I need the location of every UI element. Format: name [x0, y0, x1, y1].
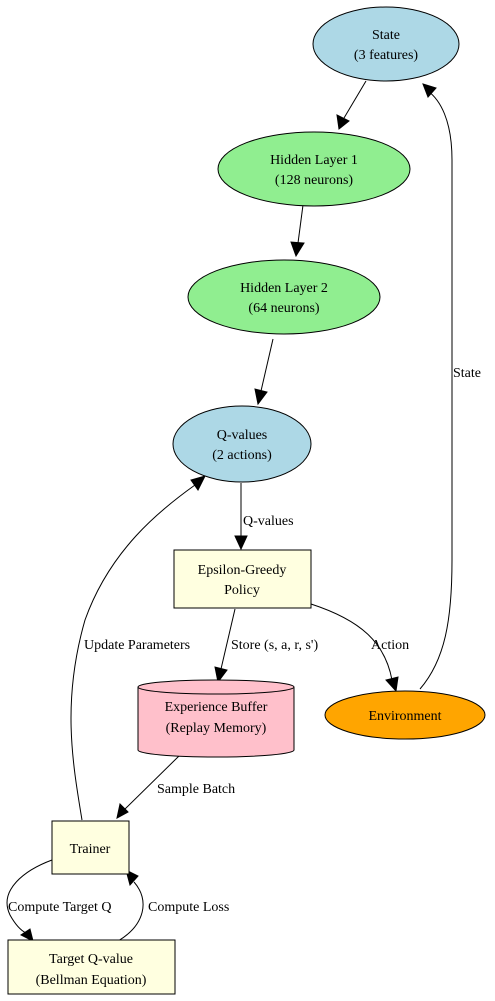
edge-label-action: Action — [371, 638, 409, 653]
node-hidden2-sublabel: (64 neurons) — [248, 301, 319, 316]
edge-label-sample-batch: Sample Batch — [157, 782, 235, 797]
node-experience-buffer: Experience Buffer (Replay Memory) — [137, 679, 295, 758]
node-target-sublabel: (Bellman Equation) — [36, 973, 147, 988]
node-environment-label: Environment — [368, 709, 441, 724]
edge-policy-to-environment: Action — [310, 603, 409, 693]
node-qvalues-label: Q-values — [217, 428, 268, 443]
edge-label-qvalues: Q-values — [243, 514, 294, 529]
node-state-label: State — [372, 28, 400, 43]
node-state-sublabel: (3 features) — [354, 48, 418, 63]
node-hidden1-label: Hidden Layer 1 — [270, 153, 358, 168]
node-buffer-sublabel: (Replay Memory) — [166, 721, 267, 736]
node-trainer-label: Trainer — [70, 842, 111, 857]
edge-hidden1-to-hidden2 — [290, 204, 305, 258]
edge-label-state: State — [453, 366, 481, 381]
edge-trainer-to-qvalues: Update Parameters — [70, 475, 206, 821]
edge-hidden2-to-qvalues — [254, 338, 274, 406]
edge-label-compute-loss: Compute Loss — [148, 900, 229, 915]
node-policy-label: Epsilon-Greedy — [198, 563, 287, 578]
node-q-values: Q-values (2 actions) — [172, 405, 312, 483]
node-qvalues-sublabel: (2 actions) — [212, 448, 272, 463]
node-buffer-label: Experience Buffer — [165, 700, 268, 715]
node-trainer: Trainer — [51, 820, 130, 875]
node-epsilon-greedy-policy: Epsilon-Greedy Policy — [173, 549, 312, 609]
edge-policy-to-buffer: Store (s, a, r, s') — [214, 608, 318, 684]
node-environment: Environment — [324, 690, 486, 740]
edge-label-compute-target: Compute Target Q — [8, 900, 112, 915]
node-target-label: Target Q-value — [49, 952, 133, 967]
edge-label-update-parameters: Update Parameters — [84, 638, 190, 653]
edge-trainer-to-target: Compute Target Q — [6, 859, 112, 942]
edge-environment-to-state: State — [419, 83, 481, 690]
node-target-q-value: Target Q-value (Bellman Equation) — [7, 939, 176, 995]
node-hidden-layer-1: Hidden Layer 1 (128 neurons) — [217, 131, 411, 207]
node-state: State (3 features) — [312, 6, 460, 82]
edge-state-to-hidden1 — [336, 80, 367, 130]
node-hidden2-label: Hidden Layer 2 — [240, 281, 328, 296]
node-hidden-layer-2: Hidden Layer 2 (64 neurons) — [187, 259, 381, 335]
edge-buffer-to-trainer: Sample Batch — [116, 754, 235, 819]
edge-label-store: Store (s, a, r, s') — [231, 638, 318, 653]
node-policy-sublabel: Policy — [224, 583, 260, 598]
edge-target-to-trainer: Compute Loss — [117, 869, 229, 942]
edge-qvalues-to-policy: Q-values — [234, 483, 294, 551]
node-hidden1-sublabel: (128 neurons) — [275, 173, 353, 188]
